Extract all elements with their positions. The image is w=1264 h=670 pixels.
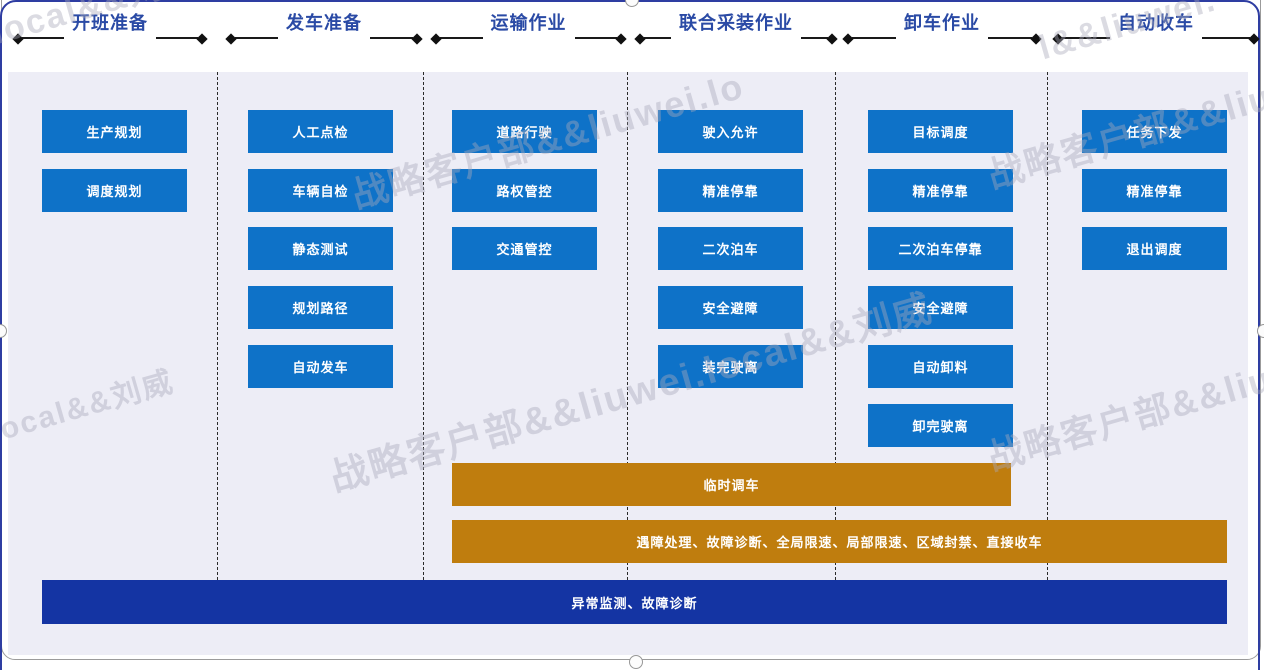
header-line <box>574 37 617 39</box>
intervention-bar[interactable]: 遇障处理、故障诊断、全局限速、局部限速、区域封禁、直接收车 <box>452 520 1227 563</box>
step-node[interactable]: 驶入允许 <box>658 110 803 153</box>
phase-header-label: 运输作业 <box>490 13 567 33</box>
diamond-endpoint-icon <box>1030 33 1042 45</box>
column-separator <box>627 72 628 580</box>
diamond-endpoint-icon <box>12 33 24 45</box>
step-node[interactable]: 路权管控 <box>452 169 597 212</box>
step-node[interactable]: 人工点检 <box>248 110 393 153</box>
phase-header-label: 卸车作业 <box>904 13 980 33</box>
phase-header: 自动收车 <box>1052 10 1260 46</box>
step-node[interactable]: 交通管控 <box>452 227 597 270</box>
phase-header: 联合采装作业 <box>634 10 838 46</box>
column-separator <box>1047 72 1048 580</box>
header-line <box>1202 37 1250 39</box>
header-line <box>156 37 198 39</box>
header-line <box>22 37 64 39</box>
intervention-bar[interactable]: 临时调车 <box>452 463 1011 506</box>
step-node[interactable]: 二次泊车 <box>658 227 803 270</box>
header-line <box>644 37 671 39</box>
diamond-endpoint-icon <box>1248 33 1260 45</box>
phase-header: 卸车作业 <box>842 10 1042 46</box>
content-panel <box>8 72 1248 655</box>
column-separator <box>217 72 218 580</box>
header-line <box>440 37 483 39</box>
diamond-endpoint-icon <box>634 33 646 45</box>
phase-header: 开班准备 <box>12 10 208 46</box>
step-node[interactable]: 装完驶离 <box>658 345 803 388</box>
phase-header-label: 自动收车 <box>1118 13 1194 33</box>
step-node[interactable]: 车辆自检 <box>248 169 393 212</box>
resize-handle-top[interactable] <box>625 0 639 7</box>
step-node[interactable]: 生产规划 <box>42 110 187 153</box>
header-line <box>1062 37 1110 39</box>
step-node[interactable]: 任务下发 <box>1082 110 1227 153</box>
phase-header: 发车准备 <box>225 10 423 46</box>
diamond-endpoint-icon <box>615 33 627 45</box>
phase-header-label: 开班准备 <box>72 13 148 33</box>
step-node[interactable]: 退出调度 <box>1082 227 1227 270</box>
diamond-endpoint-icon <box>196 33 208 45</box>
step-node[interactable]: 安全避障 <box>658 286 803 329</box>
exception-bar[interactable]: 异常监测、故障诊断 <box>42 580 1227 624</box>
step-node[interactable]: 自动发车 <box>248 345 393 388</box>
resize-handle-left[interactable] <box>0 324 7 338</box>
header-line <box>235 37 278 39</box>
step-node[interactable]: 目标调度 <box>868 110 1013 153</box>
header-line <box>988 37 1032 39</box>
column-separator <box>423 72 424 580</box>
diamond-endpoint-icon <box>225 33 237 45</box>
phase-header: 运输作业 <box>430 10 627 46</box>
step-node[interactable]: 自动卸料 <box>868 345 1013 388</box>
step-node[interactable]: 道路行驶 <box>452 110 597 153</box>
step-node[interactable]: 精准停靠 <box>658 169 803 212</box>
step-node[interactable]: 安全避障 <box>868 286 1013 329</box>
step-node[interactable]: 精准停靠 <box>868 169 1013 212</box>
diamond-endpoint-icon <box>411 33 423 45</box>
diamond-endpoint-icon <box>842 33 854 45</box>
phase-header-label: 联合采装作业 <box>679 13 793 33</box>
diamond-endpoint-icon <box>1052 33 1064 45</box>
resize-handle-bottom[interactable] <box>629 655 643 669</box>
column-separator <box>835 72 836 580</box>
step-node[interactable]: 静态测试 <box>248 227 393 270</box>
step-node[interactable]: 精准停靠 <box>1082 169 1227 212</box>
diamond-endpoint-icon <box>430 33 442 45</box>
resize-handle-right[interactable] <box>1257 324 1264 338</box>
step-node[interactable]: 二次泊车停靠 <box>868 227 1013 270</box>
phase-header-label: 发车准备 <box>286 13 362 33</box>
header-line <box>852 37 896 39</box>
diamond-endpoint-icon <box>826 33 838 45</box>
step-node[interactable]: 规划路径 <box>248 286 393 329</box>
step-node[interactable]: 卸完驶离 <box>868 404 1013 447</box>
header-line <box>801 37 828 39</box>
step-node[interactable]: 调度规划 <box>42 169 187 212</box>
header-line <box>370 37 413 39</box>
